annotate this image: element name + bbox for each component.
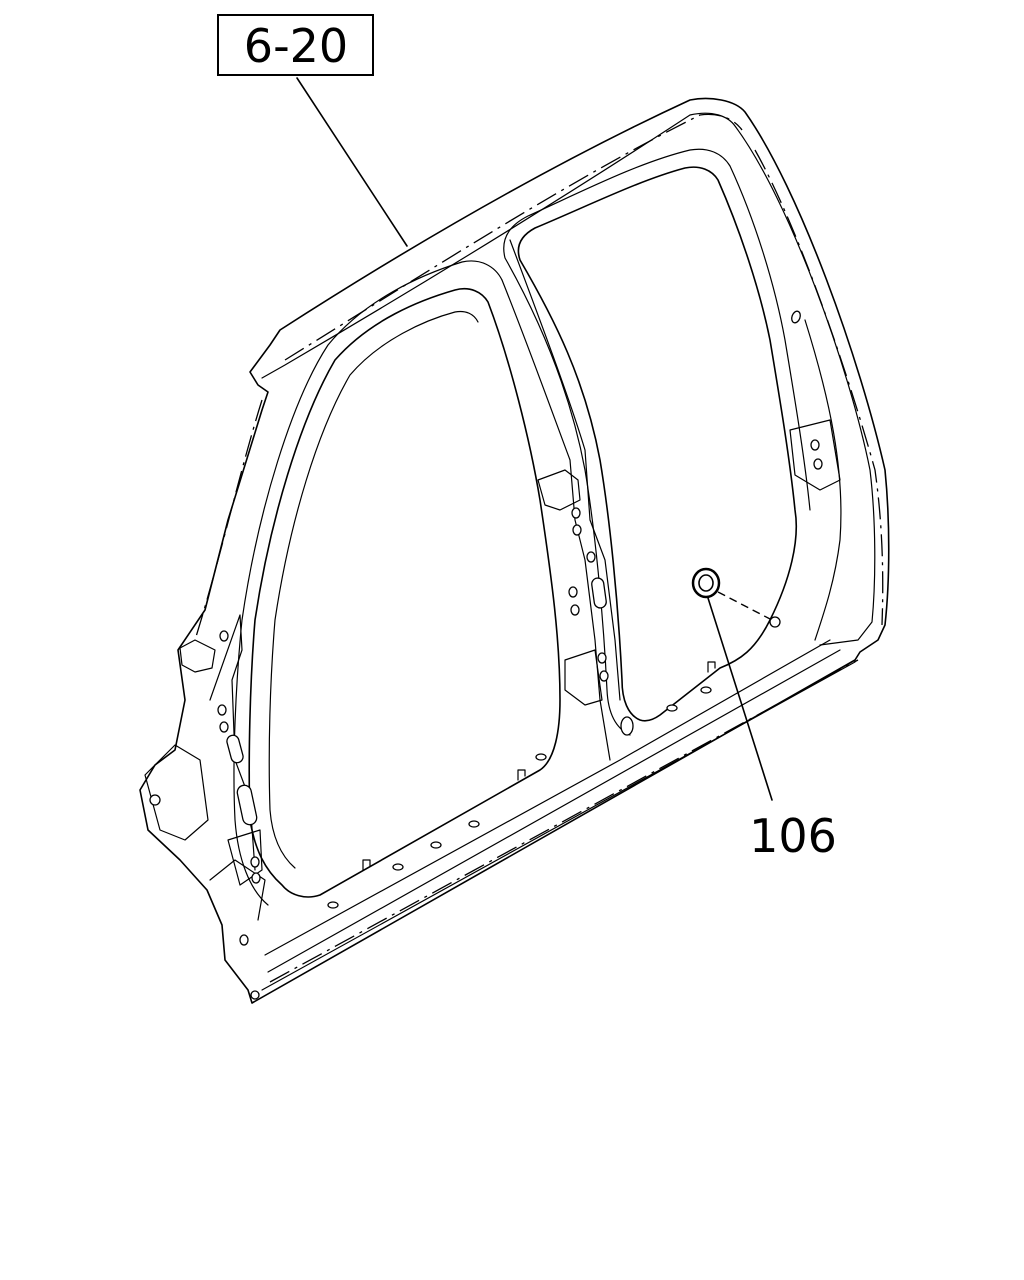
sill-notch-1	[362, 859, 371, 871]
rear-door-opening-outer	[503, 148, 811, 736]
c-pillar-edge	[804, 319, 842, 641]
install-dash-line	[717, 591, 773, 621]
sill-seal-line	[269, 659, 859, 983]
grommet-part-106[interactable]	[691, 567, 721, 599]
front-door-opening	[248, 287, 561, 898]
front-door-opening-inner	[268, 310, 479, 869]
sill-notch-3	[707, 661, 716, 673]
sill-edge-3	[264, 639, 831, 956]
hinge-bracket-upper	[179, 639, 216, 673]
side-body-panel	[139, 97, 890, 1004]
callout-leader-line	[707, 597, 773, 801]
hinge-bracket-lower	[144, 744, 209, 841]
a-pillar-slot-lower	[236, 784, 258, 826]
reference-leader-line	[296, 77, 408, 247]
a-pillar-slot	[226, 734, 244, 764]
front-seal-line	[194, 399, 263, 641]
sill-edge-1	[261, 661, 856, 991]
dog-leg	[227, 829, 263, 886]
reference-box-label: 6-20	[244, 19, 348, 73]
b-pillar-slot	[591, 577, 607, 609]
panel-holes	[149, 310, 823, 1000]
b-pillar-lower	[564, 649, 603, 706]
sill-notch-2	[517, 769, 526, 781]
reference-box[interactable]: 6-20	[217, 14, 374, 76]
b-pillar-mid	[537, 469, 581, 511]
sill-edge-2	[267, 649, 841, 973]
roof-seal-line	[284, 113, 743, 361]
c-pillar-bracket	[789, 419, 841, 491]
callout-label-106[interactable]: 106	[749, 809, 837, 863]
rear-door-opening	[517, 166, 798, 722]
rear-seal-line	[754, 149, 884, 626]
b-pillar-front-edge	[501, 279, 611, 761]
front-lower-flange	[209, 859, 266, 921]
panel-outer-edge	[139, 97, 890, 1004]
panel-outer-flange	[261, 112, 876, 646]
front-door-opening-outer	[233, 260, 503, 906]
